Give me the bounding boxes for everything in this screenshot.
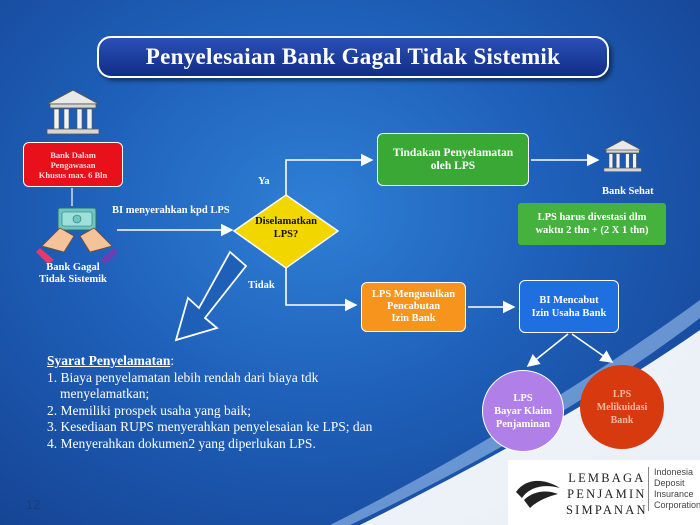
lps-logo-icon	[516, 480, 560, 508]
label-bank-gagal: Bank Gagal Tidak Sistemik	[39, 262, 107, 285]
box-tindakan-penyelamatan: Tindakan Penyelamatan oleh LPS	[377, 133, 529, 186]
box-bi-mencabut: BI Mencabut Izin Usaha Bank	[519, 280, 619, 333]
label-bi-menyerahkan: BI menyerahkan kpd LPS	[112, 205, 230, 216]
handshake-money-icon	[36, 207, 118, 264]
arrow-to-red-circle	[571, 333, 614, 363]
list-item: 1. Biaya penyelamatan lebih rendah dari …	[47, 369, 319, 385]
list-item: menyelamatkan;	[60, 386, 150, 401]
label-bank-sehat: Bank Sehat	[602, 186, 654, 197]
box-divestasi-note: LPS harus divestasi dlm waktu 2 thn + (2…	[518, 203, 666, 245]
list-item: 4. Menyerahkan dokumen2 yang diperlukan …	[47, 435, 316, 451]
syarat-list: 1. Biaya penyelamatan lebih rendah dari …	[47, 370, 417, 453]
logo-main-text: LEMBAGA PENJAMIN SIMPANAN	[566, 471, 648, 517]
page-number: 12	[26, 497, 41, 512]
red-box-line: Pengawasan	[50, 159, 96, 170]
list-item: 3. Kesediaan RUPS menyerahkan penyelesai…	[47, 419, 373, 434]
logo-sub-text: Indonesia Deposit Insurance Corporation	[648, 467, 700, 511]
circle-lps-melikuidasi: LPS Melikuidasi Bank	[580, 365, 664, 449]
syarat-penyelamatan: Syarat Penyelamatan: 1. Biaya penyelamat…	[47, 353, 417, 452]
lps-logo: LEMBAGA PENJAMIN SIMPANAN Indonesia Depo…	[508, 460, 700, 525]
list-item: 2. Memiliki prospek usaha yang baik;	[47, 402, 251, 418]
arrow-ya	[285, 153, 374, 195]
red-box-line: Bank Dalam	[50, 149, 96, 160]
bank-building-icon	[46, 89, 100, 135]
arrow-tidak	[285, 268, 358, 312]
circle-lps-bayar-klaim: LPS Bayar Klaim Penjaminan	[482, 370, 564, 452]
arrow-to-purple-circle	[526, 333, 569, 367]
hollow-arrow-icon	[174, 250, 248, 342]
red-box-line: Khusus max. 6 Bln	[38, 169, 108, 180]
decision-diamond	[232, 194, 340, 269]
decision-text: Diselamatkan LPS?	[255, 216, 317, 240]
page-title: Penyelesaian Bank Gagal Tidak Sistemik	[97, 36, 609, 78]
box-lps-mengusulkan: LPS Mengusulkan Pencabutan Izin Bank	[361, 282, 466, 332]
box-bank-dalam-pengawasan: Bank Dalam Pengawasan Khusus max. 6 Bln	[23, 142, 123, 187]
label-ya: Ya	[258, 176, 270, 187]
syarat-title: Syarat Penyelamatan	[47, 353, 171, 368]
label-tidak: Tidak	[248, 280, 275, 291]
bank-building-icon	[603, 139, 642, 172]
